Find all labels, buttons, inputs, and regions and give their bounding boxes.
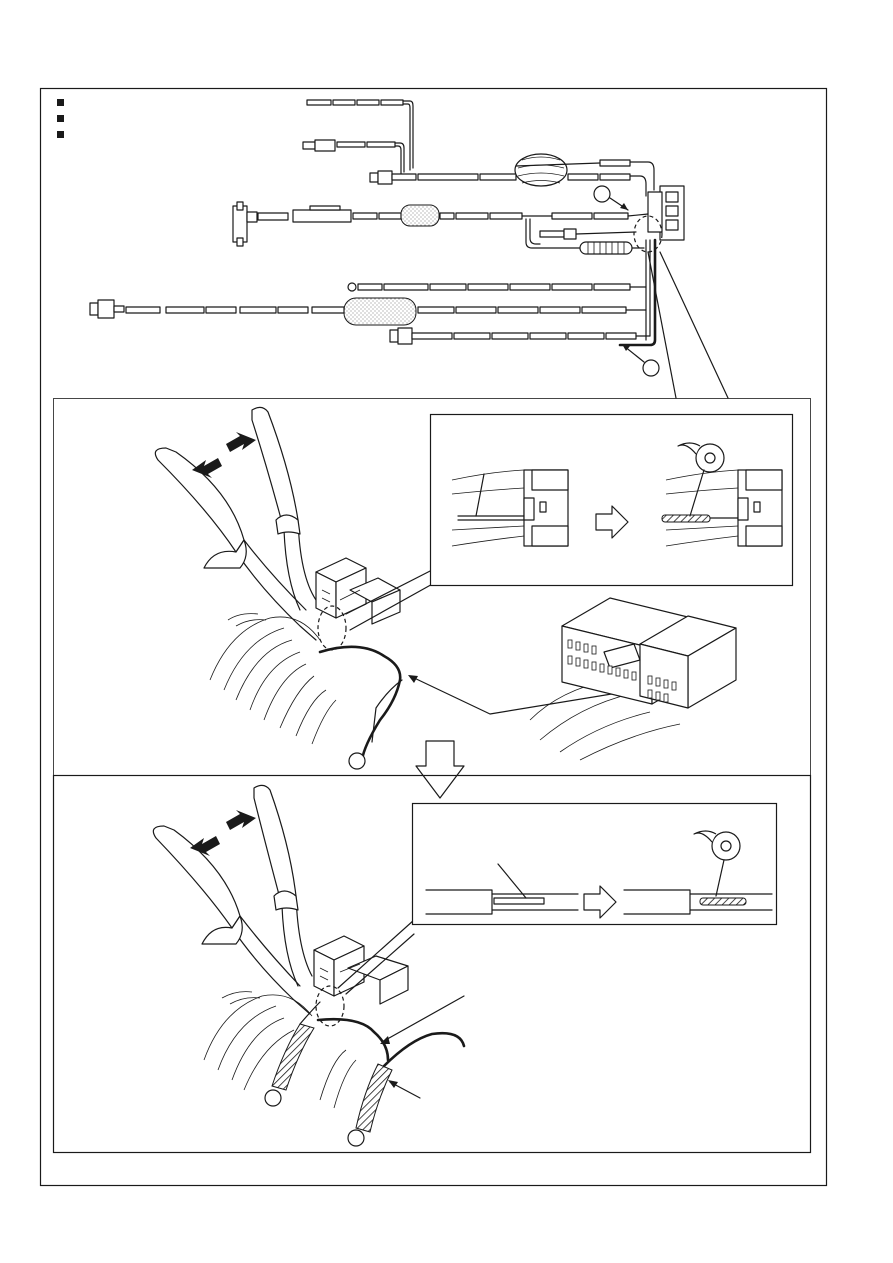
zoom-line [659, 251, 729, 399]
taped-wire [355, 1063, 393, 1133]
squeeze-arrow-icon [192, 458, 222, 478]
connector-small [315, 557, 401, 625]
step2-panel [52, 774, 812, 1154]
connector-small [313, 935, 409, 1005]
pliers [152, 784, 313, 1015]
callout-circle [348, 752, 366, 770]
legend-marker [57, 131, 64, 138]
harness-ring-run [347, 282, 647, 292]
callout-circle [264, 1089, 282, 1107]
outer-frame [39, 87, 828, 1187]
tape-roll-icon [693, 830, 741, 861]
detail-dashed-circle [633, 215, 663, 253]
wire-harness-overview [89, 99, 685, 377]
legend-marker [57, 99, 64, 106]
main-connector [647, 185, 685, 241]
harness-branch-second [302, 139, 405, 175]
taped-wire [271, 1023, 315, 1091]
step1-panel [53, 398, 811, 776]
legend-marker [57, 115, 64, 122]
squeeze-arrow-icon [226, 432, 256, 452]
detail-dashed-circle [315, 985, 345, 1027]
connector-large-isometric [529, 597, 737, 761]
callout-circle [347, 1129, 365, 1147]
pliers [154, 406, 317, 641]
harness-bottom-run [389, 327, 651, 345]
harness-main-run [232, 201, 649, 255]
callout-circle [593, 185, 611, 203]
legend-markers [57, 99, 64, 138]
next-step-arrow-icon [595, 505, 629, 539]
wire-bundle-curves [209, 613, 337, 745]
callout-circle [642, 359, 660, 377]
harness-left-run [89, 297, 647, 326]
harness-branch-top [306, 99, 414, 171]
pulled-wire [318, 645, 402, 762]
zoom-line [647, 251, 677, 399]
next-step-arrow-icon [583, 885, 617, 919]
down-arrow-icon [415, 740, 465, 799]
squeeze-arrow-icon [226, 810, 256, 830]
step2-inset [411, 802, 778, 926]
pointer-line [381, 995, 465, 1043]
wire-bundle-curves [203, 991, 357, 1109]
harness-trunk-upper [369, 153, 655, 197]
squeeze-arrow-icon [190, 836, 220, 856]
pointer-line [409, 675, 649, 715]
step1-inset [429, 413, 794, 587]
tape-roll-icon [677, 442, 725, 473]
